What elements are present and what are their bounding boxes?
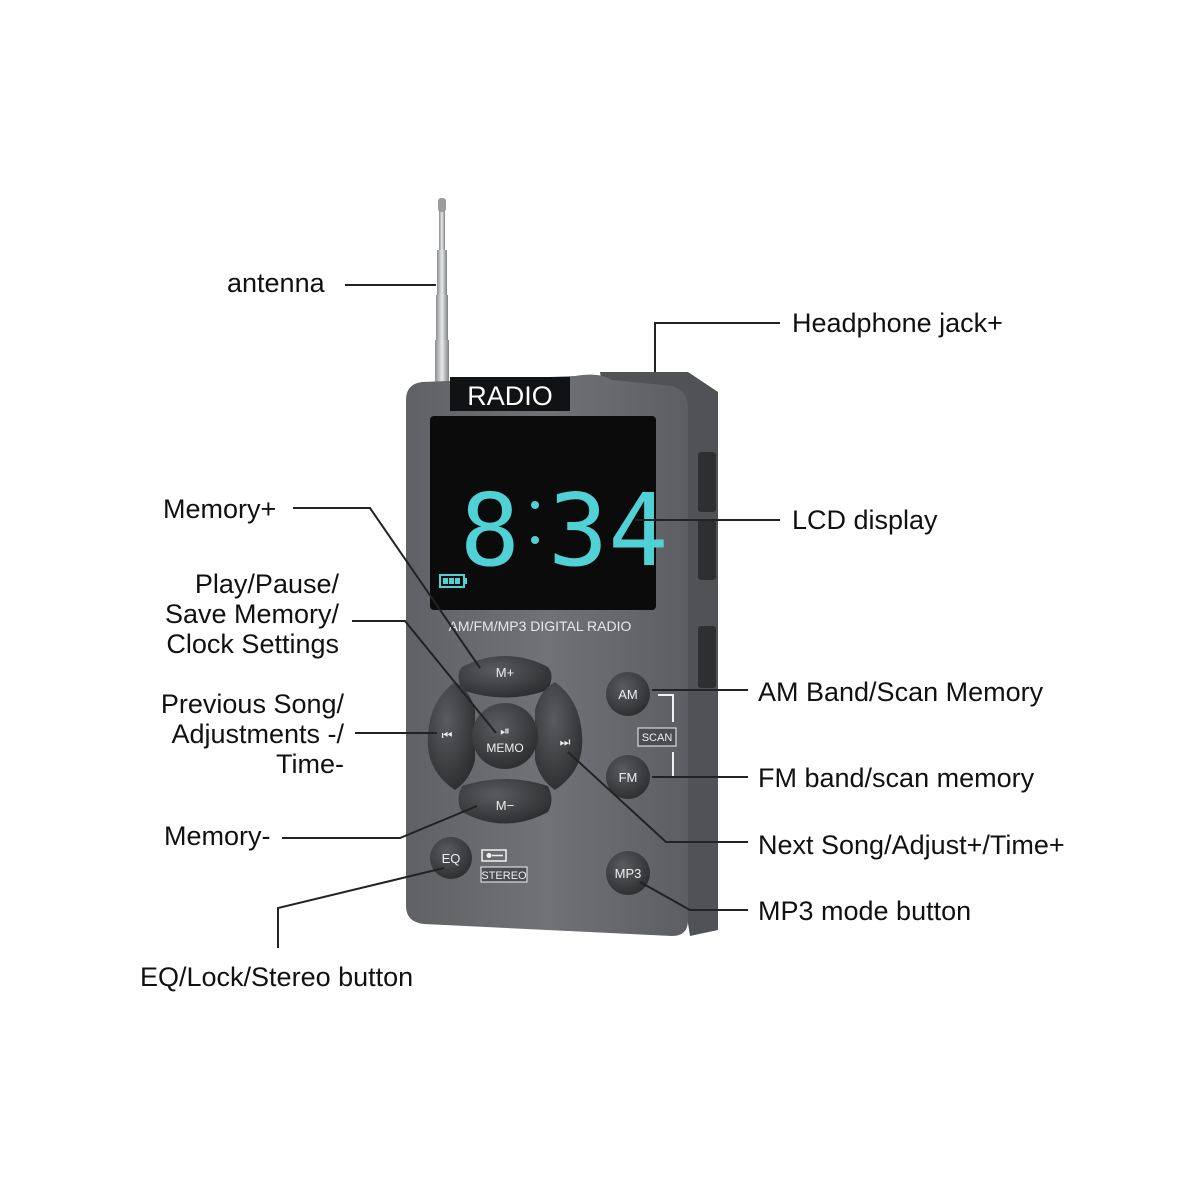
scan-badge xyxy=(637,727,677,747)
callout-memory-plus: Memory+ xyxy=(163,494,277,524)
lcd-colon-top xyxy=(531,501,539,509)
callout-memory-minus: Memory- xyxy=(164,821,271,851)
callout-play-pause-line2: Save Memory/ xyxy=(164,599,339,629)
callout-previous-line3: Time- xyxy=(276,749,344,779)
key-icon xyxy=(481,849,507,862)
antenna xyxy=(435,198,449,388)
stereo-label: STEREO xyxy=(481,870,527,882)
memory-minus-label: M− xyxy=(496,798,514,813)
leader-memory-plus xyxy=(293,507,481,669)
mp3-label: MP3 xyxy=(615,866,642,881)
leader-next xyxy=(567,751,748,843)
callout-next-song: Next Song/Adjust+/Time+ xyxy=(758,830,1065,860)
callout-previous-line1: Previous Song/ xyxy=(160,689,344,719)
battery-icon xyxy=(439,574,467,588)
eq-label: EQ xyxy=(442,851,461,866)
previous-button[interactable] xyxy=(427,682,475,790)
previous-icon: ⏮ xyxy=(442,728,453,742)
play-memo-button[interactable] xyxy=(472,703,538,769)
next-button[interactable] xyxy=(535,682,583,790)
callout-previous-line2: Adjustments -/ xyxy=(171,719,344,749)
play-pause-icon: ⏯ xyxy=(500,724,510,738)
leader-play-pause xyxy=(352,620,497,734)
leader-eq xyxy=(277,867,445,948)
leader-mp3 xyxy=(639,881,748,911)
lcd-screen xyxy=(430,416,656,610)
memory-plus-button[interactable] xyxy=(458,656,552,698)
leader-memory-minus xyxy=(282,805,478,839)
lcd-colon-bottom xyxy=(531,536,539,544)
callout-headphone-jack: Headphone jack+ xyxy=(792,308,1003,338)
model-text: AM/FM/MP3 DIGITAL RADIO xyxy=(449,618,632,634)
lcd-minutes: 34 xyxy=(548,472,668,589)
stereo-badge xyxy=(480,866,528,883)
callout-am-band: AM Band/Scan Memory xyxy=(758,677,1044,707)
leader-headphone xyxy=(654,322,780,372)
power-switch[interactable] xyxy=(698,626,716,688)
d-pad xyxy=(427,656,583,824)
fm-label: FM xyxy=(619,770,638,785)
next-icon: ⏭ xyxy=(560,735,571,749)
side-button-volume-up[interactable] xyxy=(698,452,716,512)
memory-plus-label: M+ xyxy=(496,665,514,680)
scan-label: SCAN xyxy=(642,732,673,744)
callout-lcd-display: LCD display xyxy=(792,505,938,535)
am-label: AM xyxy=(618,687,638,702)
leader-lines xyxy=(277,284,780,948)
callout-antenna: antenna xyxy=(227,268,325,298)
callout-play-pause-line3: Clock Settings xyxy=(166,629,339,659)
fm-button[interactable] xyxy=(606,755,650,799)
callout-play-pause-line1: Play/Pause/ xyxy=(194,569,339,599)
memo-label: MEMO xyxy=(486,741,523,755)
am-button[interactable] xyxy=(606,672,650,716)
radio-label-plate xyxy=(450,377,570,411)
callout-mp3-mode: MP3 mode button xyxy=(758,896,972,926)
radio-label: RADIO xyxy=(467,381,553,411)
side-button-volume-down[interactable] xyxy=(698,520,716,580)
lcd-hour: 8 xyxy=(460,472,520,589)
callout-eq-lock: EQ/Lock/Stereo button xyxy=(140,962,414,992)
mp3-button[interactable] xyxy=(606,851,650,895)
callout-fm-band: FM band/scan memory xyxy=(758,763,1035,793)
memory-minus-button[interactable] xyxy=(458,779,552,824)
